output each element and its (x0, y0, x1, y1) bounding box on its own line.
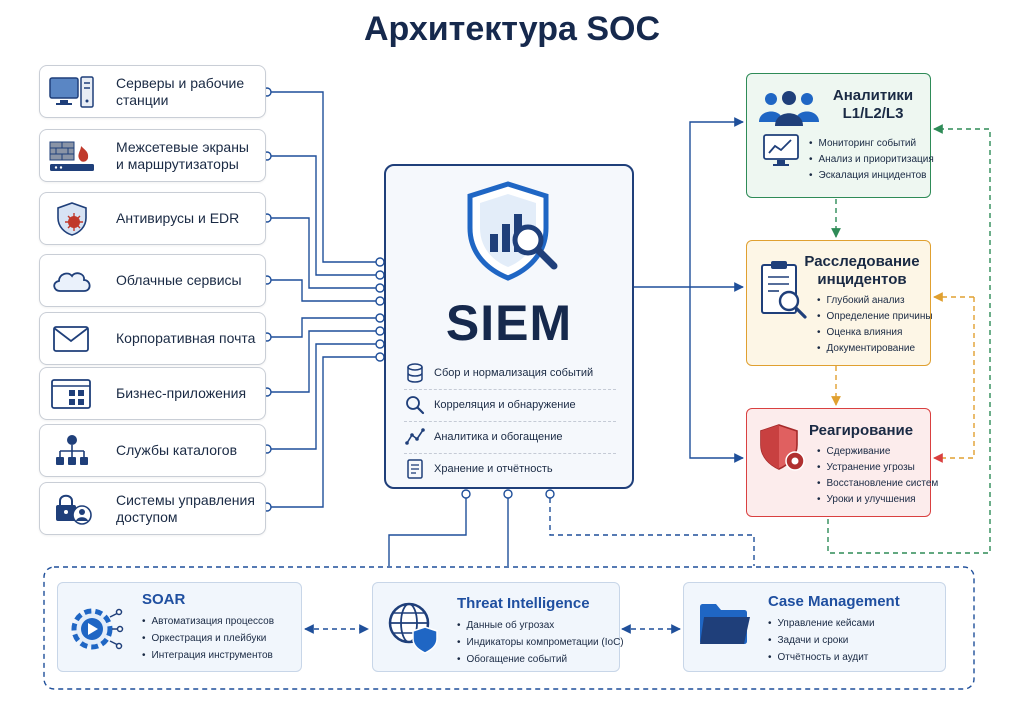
siem-feature: Сбор и нормализация событий (404, 358, 616, 388)
source-label: Антивирусы и EDR (116, 210, 240, 226)
source-label: Серверы и рабочие станции (116, 74, 245, 108)
investigation-box: Расследование инцидентов Глубокий анализ… (746, 240, 933, 366)
source-label: Корпоративная почта (116, 330, 256, 346)
source-antivirus: Антивирусы и EDR (39, 192, 266, 245)
source-servers: Серверы и рабочие станции (39, 65, 266, 118)
source-label: Межсетевые экраны и маршрутизаторы (116, 138, 249, 172)
divider (404, 421, 616, 422)
analysts-title: Аналитики (832, 87, 914, 104)
siem-feature-label: Корреляция и обнаружение (434, 399, 576, 411)
investigation-item: Документирование (817, 341, 933, 357)
database-icon (407, 363, 423, 383)
monitor-chart-icon (763, 134, 799, 166)
app-window-icon (51, 379, 91, 409)
analysts-subtitle: L1/L2/L3 (842, 105, 904, 122)
lock-user-icon (56, 494, 92, 525)
analysts-item: Эскалация инцидентов (809, 168, 934, 184)
threat-intel-item: Обогащение событий (457, 651, 624, 668)
threat-intel-item: Индикаторы компрометации (IoC) (457, 634, 624, 651)
analysts-item: Мониторинг событий (809, 136, 934, 152)
analytics-line-icon (405, 428, 425, 445)
case-management-item: Задачи и сроки (768, 632, 875, 649)
shield-gear-icon (760, 424, 805, 471)
directory-tree-icon (56, 435, 88, 465)
divider (404, 453, 616, 454)
source-mail: Корпоративная почта (39, 312, 266, 365)
investigation-title: Расследование (804, 253, 920, 270)
investigation-item: Глубокий анализ (817, 293, 933, 309)
case-management-title: Case Management (768, 593, 900, 610)
siem-feature: Хранение и отчётность (404, 454, 616, 484)
server-monitor-icon (49, 76, 94, 108)
threat-intel-item: Данные об угрозах (457, 617, 624, 634)
soar-item: Автоматизация процессов (142, 613, 275, 630)
cloud-icon (53, 272, 91, 292)
case-management-item: Управление кейсами (768, 615, 875, 632)
source-firewalls: Межсетевые экраны и маршрутизаторы (39, 129, 266, 182)
analysts-item: Анализ и приоритизация (809, 152, 934, 168)
response-title: Реагирование (809, 422, 914, 439)
threat-intel-box: Threat Intelligence Данные об угрозах Ин… (372, 582, 624, 672)
soar-title: SOAR (142, 591, 186, 608)
siem-feature-label: Сбор и нормализация событий (434, 367, 594, 379)
soar-item: Оркестрация и плейбуки (142, 630, 274, 647)
mail-icon (53, 326, 89, 352)
analysts-box: Аналитики L1/L2/L3 Мониторинг событий Ан… (746, 73, 934, 198)
investigation-item: Определение причины (817, 309, 933, 325)
source-label: Бизнес-приложения (116, 385, 247, 401)
siem-feature: Корреляция и обнаружение (404, 390, 616, 420)
firewall-icon (49, 141, 94, 171)
divider (404, 389, 616, 390)
clipboard-search-icon (761, 261, 807, 319)
source-cloud: Облачные сервисы (39, 254, 266, 307)
team-icon (759, 91, 819, 126)
investigation-item: Оценка влияния (817, 325, 933, 341)
source-directory: Службы каталогов (39, 424, 266, 477)
siem-title: SIEM (445, 295, 573, 351)
report-icon (407, 459, 423, 479)
shield-virus-icon (57, 202, 87, 236)
siem-feature-label: Хранение и отчётность (434, 463, 553, 475)
source-label: Облачные сервисы (116, 272, 242, 288)
search-icon (406, 396, 425, 415)
source-label: Службы каталогов (116, 442, 238, 458)
siem-box: SIEM Сбор и нормализация событий Корреля… (384, 164, 634, 489)
automation-gear-icon (71, 608, 124, 650)
investigation-subtitle: инцидентов (817, 271, 907, 288)
soar-item: Интеграция инструментов (142, 647, 274, 664)
response-item: Восстановление систем (817, 476, 939, 492)
siem-feature: Аналитика и обогащение (404, 422, 616, 452)
page-title: Архитектура SOC (363, 10, 661, 48)
globe-shield-icon (388, 602, 438, 654)
siem-feature-label: Аналитика и обогащение (434, 431, 563, 443)
source-business-apps: Бизнес-приложения (39, 367, 266, 420)
response-box: Реагирование Сдерживание Устранение угро… (746, 408, 938, 517)
source-label: Системы управления доступом (116, 491, 255, 525)
threat-intel-title: Threat Intelligence (457, 595, 590, 612)
folder-icon (700, 604, 750, 644)
response-item: Устранение угрозы (817, 460, 938, 476)
case-management-box: Case Management Управление кейсами Задач… (683, 582, 946, 672)
case-management-item: Отчётность и аудит (768, 649, 875, 666)
shield-analytics-icon (467, 181, 558, 281)
soar-box: SOAR Автоматизация процессов Оркестрация… (57, 582, 302, 672)
source-access-control: Системы управления доступом (39, 482, 266, 535)
response-item: Сдерживание (817, 444, 938, 460)
response-item: Уроки и улучшения (817, 492, 938, 508)
